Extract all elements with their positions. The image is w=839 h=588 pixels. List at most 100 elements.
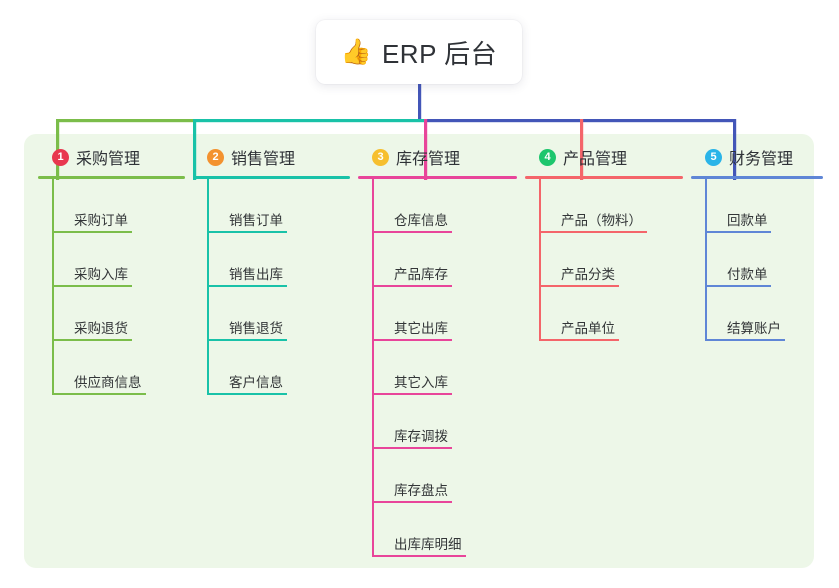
column-header-4[interactable]: 4 产品管理 (525, 144, 691, 170)
bus-green (56, 119, 194, 123)
leaf-item[interactable]: 客户信息 (207, 341, 358, 395)
column-items-3: 仓库信息产品库存其它出库其它入库库存调拨库存盘点出库库明细 (358, 179, 525, 557)
column-spine-2 (207, 179, 209, 395)
leaf-item-rule (52, 339, 132, 341)
column-header-3[interactable]: 3 库存管理 (358, 144, 525, 170)
leaf-item-label: 库存盘点 (394, 482, 448, 498)
column-rule-4 (525, 176, 683, 179)
leaf-item-label: 付款单 (727, 266, 768, 282)
column-badge-5: 5 (705, 148, 722, 166)
column-title-5: 财务管理 (729, 151, 794, 168)
leaf-item-rule (539, 231, 647, 233)
leaf-item-rule (372, 393, 452, 395)
leaf-item-label: 产品分类 (561, 266, 615, 282)
leaf-item[interactable]: 产品库存 (372, 233, 525, 287)
leaf-item-label: 出库库明细 (394, 536, 462, 552)
bus-teal (193, 119, 425, 123)
leaf-item[interactable]: 供应商信息 (52, 341, 193, 395)
leaf-item-rule (372, 285, 452, 287)
leaf-item-rule (207, 285, 287, 287)
column-rule-5 (691, 176, 823, 179)
leaf-item-label: 回款单 (727, 212, 768, 228)
leaf-item-label: 采购订单 (74, 212, 128, 228)
leaf-item-label: 采购入库 (74, 266, 128, 282)
leaf-item-rule (705, 231, 771, 233)
column-badge-1: 1 (52, 148, 69, 166)
leaf-item[interactable]: 采购入库 (52, 233, 193, 287)
leaf-item[interactable]: 库存调拨 (372, 395, 525, 449)
leaf-item-label: 销售出库 (229, 266, 283, 282)
column-spine-4 (539, 179, 541, 341)
leaf-item-label: 其它出库 (394, 320, 448, 336)
leaf-item-label: 销售订单 (229, 212, 283, 228)
column-5: 5 财务管理回款单付款单结算账户 (691, 144, 831, 341)
column-header-1[interactable]: 1 采购管理 (38, 144, 193, 170)
leaf-item-label: 产品库存 (394, 266, 448, 282)
root-title-text: ERP 后台 (381, 38, 498, 69)
leaf-item-label: 仓库信息 (394, 212, 448, 228)
column-rule-3 (358, 176, 517, 179)
leaf-item-rule (372, 447, 452, 449)
leaf-item-label: 采购退货 (74, 320, 128, 336)
leaf-item-label: 销售退货 (229, 320, 283, 336)
leaf-item-label: 结算账户 (727, 320, 781, 336)
leaf-item[interactable]: 付款单 (705, 233, 831, 287)
leaf-item-rule (539, 339, 619, 341)
leaf-item-rule (207, 231, 287, 233)
leaf-item-rule (52, 285, 132, 287)
leaf-item-label: 客户信息 (229, 374, 283, 390)
leaf-item-rule (372, 231, 452, 233)
leaf-item[interactable]: 产品（物料） (539, 179, 691, 233)
root-stem (418, 84, 422, 122)
leaf-item[interactable]: 结算账户 (705, 287, 831, 341)
column-title-1: 采购管理 (76, 151, 141, 168)
column-items-5: 回款单付款单结算账户 (691, 179, 831, 341)
leaf-item[interactable]: 产品分类 (539, 233, 691, 287)
diagram-panel (24, 134, 814, 568)
leaf-item-rule (372, 339, 452, 341)
leaf-item[interactable]: 仓库信息 (372, 179, 525, 233)
column-rule-1 (38, 176, 185, 179)
leaf-item-label: 库存调拨 (394, 428, 448, 444)
column-spine-1 (52, 179, 54, 395)
leaf-item[interactable]: 其它入库 (372, 341, 525, 395)
column-title-2: 销售管理 (231, 151, 296, 168)
column-3: 3 库存管理仓库信息产品库存其它出库其它入库库存调拨库存盘点出库库明细 (358, 144, 525, 557)
leaf-item-rule (705, 339, 785, 341)
leaf-item[interactable]: 其它出库 (372, 287, 525, 341)
leaf-item-label: 产品单位 (561, 320, 615, 336)
root-title-card[interactable]: 👍 ERP 后台 (316, 20, 522, 84)
leaf-item[interactable]: 产品单位 (539, 287, 691, 341)
column-items-4: 产品（物料） 产品分类产品单位 (525, 179, 691, 341)
leaf-item-rule (52, 393, 146, 395)
leaf-item-rule (372, 555, 466, 557)
column-4: 4 产品管理产品（物料） 产品分类产品单位 (525, 144, 691, 341)
column-badge-3: 3 (372, 148, 389, 166)
leaf-item-rule (539, 285, 619, 287)
column-header-5[interactable]: 5 财务管理 (691, 144, 831, 170)
leaf-item[interactable]: 采购退货 (52, 287, 193, 341)
leaf-item[interactable]: 回款单 (705, 179, 831, 233)
leaf-item[interactable]: 销售退货 (207, 287, 358, 341)
column-title-4: 产品管理 (563, 151, 628, 168)
leaf-item-label: 产品（物料） (561, 212, 642, 228)
leaf-item[interactable]: 库存盘点 (372, 449, 525, 503)
column-spine-3 (372, 179, 374, 557)
leaf-item[interactable]: 出库库明细 (372, 503, 525, 557)
column-badge-4: 4 (539, 148, 556, 166)
leaf-item-label: 其它入库 (394, 374, 448, 390)
leaf-item-rule (52, 231, 132, 233)
leaf-item-rule (705, 285, 771, 287)
leaf-item-rule (372, 501, 452, 503)
leaf-item-label: 供应商信息 (74, 374, 142, 390)
column-items-1: 采购订单采购入库采购退货供应商信息 (38, 179, 193, 395)
leaf-item[interactable]: 采购订单 (52, 179, 193, 233)
leaf-item[interactable]: 销售订单 (207, 179, 358, 233)
column-items-2: 销售订单销售出库销售退货客户信息 (193, 179, 358, 395)
leaf-item[interactable]: 销售出库 (207, 233, 358, 287)
leaf-item-rule (207, 393, 287, 395)
column-title-3: 库存管理 (396, 151, 461, 168)
